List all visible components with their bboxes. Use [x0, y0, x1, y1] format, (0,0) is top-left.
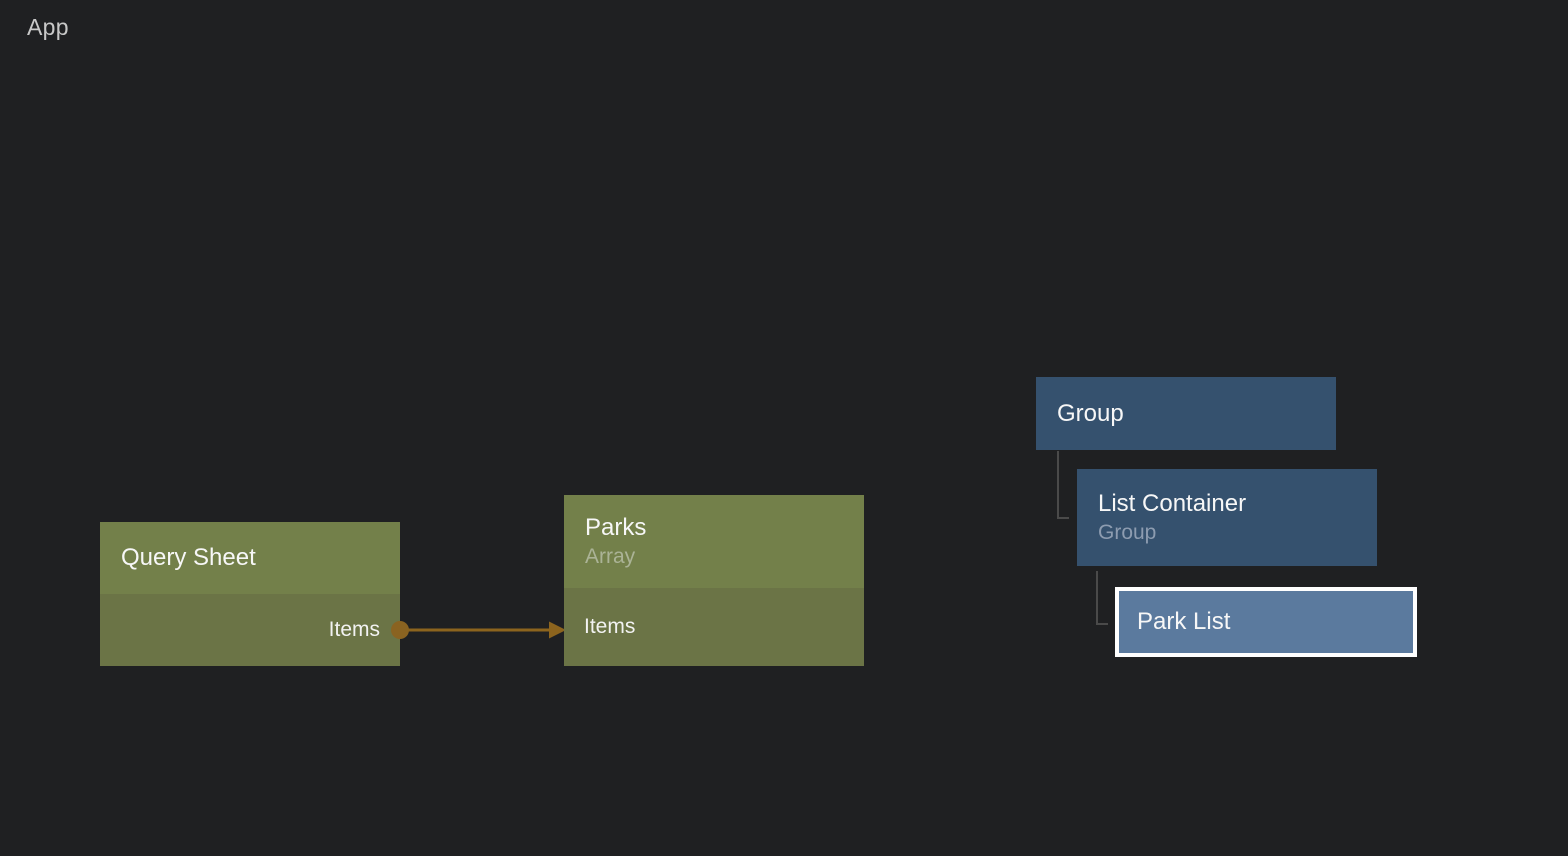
node-parks-ports: Items: [564, 588, 864, 666]
node-title: List Container: [1098, 489, 1247, 517]
tree-connector-list-container-to-park-list: [1096, 571, 1108, 625]
node-query-sheet[interactable]: Query Sheet Items: [100, 522, 409, 666]
node-group[interactable]: Group: [1036, 377, 1336, 450]
input-port-label: Items: [584, 615, 636, 638]
node-park-list-selected[interactable]: Park List: [1115, 587, 1417, 657]
output-port-dot[interactable]: [391, 621, 409, 639]
node-list-container[interactable]: List Container Group: [1077, 469, 1377, 566]
node-parks-header: Parks Array: [564, 495, 864, 588]
tree-connector-group-to-list-container: [1057, 451, 1069, 519]
node-parks[interactable]: Parks Array Items: [564, 495, 864, 666]
node-title: Query Sheet: [121, 544, 256, 571]
node-type-label: Array: [585, 544, 636, 568]
node-title: Group: [1057, 399, 1124, 427]
connection-query-sheet-items-to-parks-items[interactable]: [400, 621, 566, 639]
node-query-sheet-header: Query Sheet: [100, 522, 400, 594]
node-type-label: Group: [1098, 520, 1157, 544]
output-port-label: Items: [328, 618, 380, 641]
component-breadcrumb: App: [27, 14, 69, 40]
node-title: Park List: [1137, 608, 1231, 635]
node-title: Parks: [585, 513, 647, 541]
node-query-sheet-ports: Items: [100, 594, 409, 666]
